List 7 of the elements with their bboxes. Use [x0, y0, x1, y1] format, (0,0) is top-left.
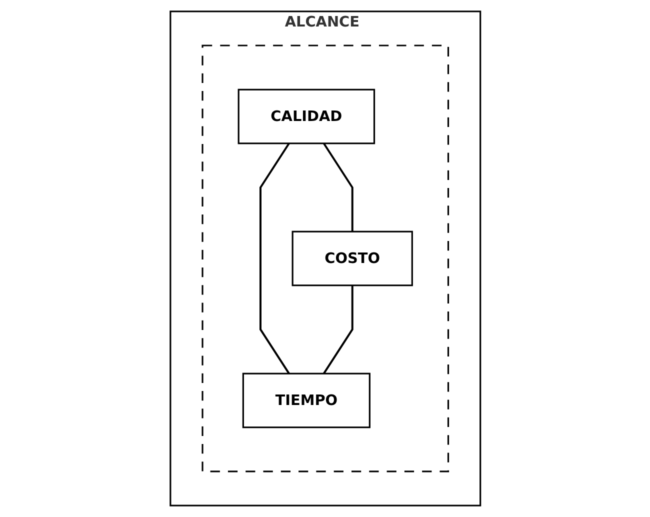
node-box: COSTO: [291, 230, 413, 286]
node-box: CALIDAD: [237, 88, 375, 144]
connector: [259, 142, 290, 374]
connector: [322, 285, 353, 374]
connector: [322, 142, 353, 232]
cluster: [201, 44, 449, 472]
node-box: TIEMPO: [242, 372, 370, 428]
